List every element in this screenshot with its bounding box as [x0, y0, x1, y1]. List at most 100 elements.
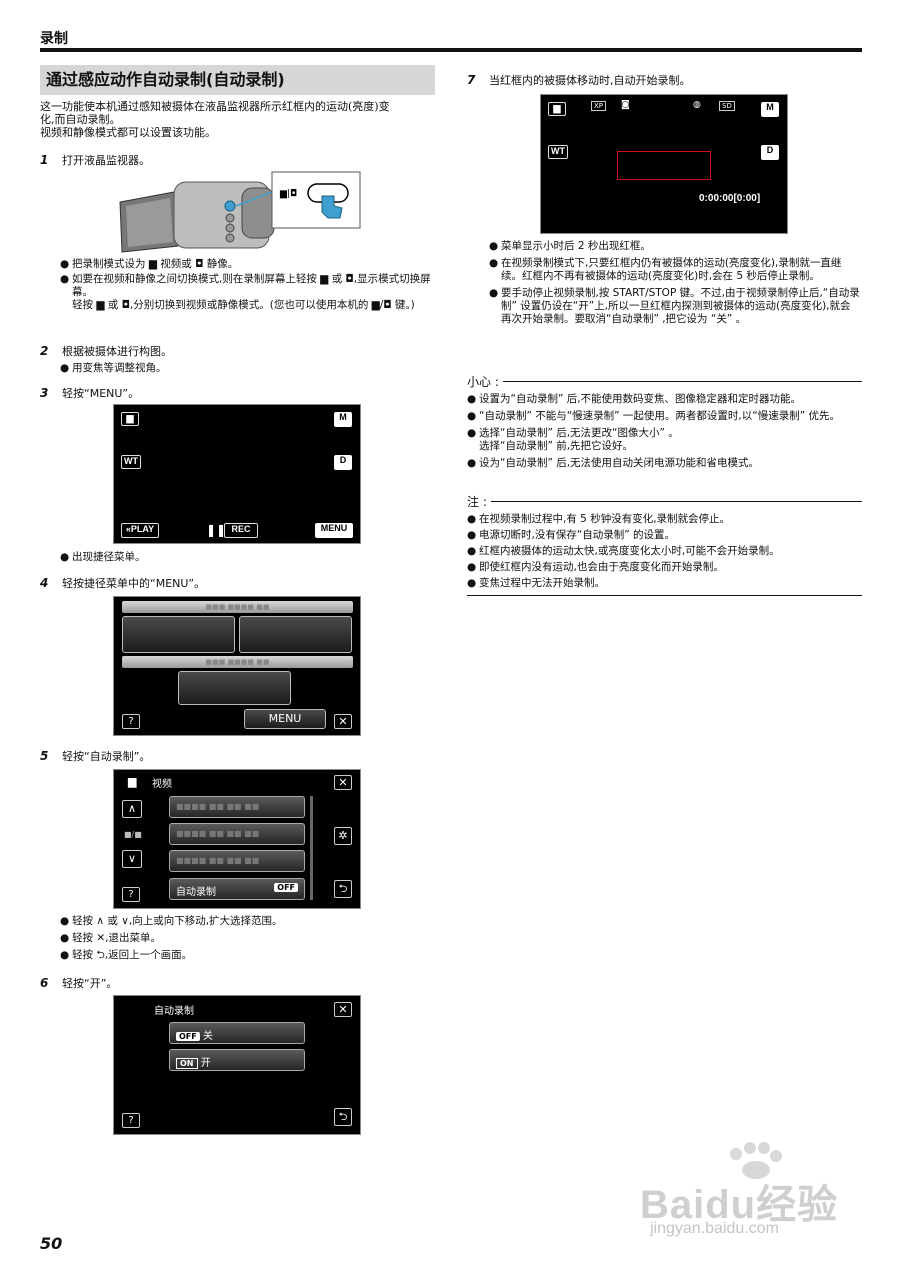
- option-label: 关: [202, 1031, 213, 1042]
- caution-block: 小心 : ●设置为“自动录制” 后,不能使用数码变焦、图像稳定器和定时器功能。 …: [467, 373, 862, 470]
- display-button[interactable]: D: [761, 145, 779, 160]
- step-number: 1: [40, 153, 49, 167]
- help-button[interactable]: ?: [122, 1113, 140, 1128]
- gear-icon[interactable]: ✲: [334, 827, 352, 845]
- scene-icon: ◙: [621, 100, 630, 110]
- list-item: ●“自动录制” 不能与“慢速录制” 一起使用。两者都设置时,以“慢速录制” 优先…: [467, 410, 840, 422]
- blurred-header: ■■■ ■■■■ ■■: [122, 601, 353, 613]
- video-mode-icon[interactable]: ▆: [121, 412, 139, 426]
- list-item: ●菜单显示小时后 2 秒出现红框。: [489, 240, 651, 252]
- option-on[interactable]: ON 开: [169, 1049, 305, 1071]
- step-3: 3 轻按“MENU”。: [40, 385, 139, 401]
- shortcut-tile[interactable]: [178, 671, 291, 705]
- list-item: ●出现捷径菜单。: [60, 551, 146, 563]
- step-text: 根据被摄体进行构图。: [62, 345, 172, 358]
- note-label: 注 :: [467, 495, 487, 509]
- camera-screen-auto-recording: ▆ XP ◙ ◍ SD M WT D 0:00:00[0:00]: [540, 94, 788, 234]
- intro-line: 这一功能使本机通过感知被摄体在液晶监视器所示红框内的运动(亮度)变: [40, 100, 390, 113]
- manual-button[interactable]: M: [761, 102, 779, 117]
- list-item: ●在视频录制模式下,只要红框内仍有被摄体的运动(亮度变化),录制就一直继续。红框…: [489, 257, 842, 282]
- play-button[interactable]: «PLAY: [121, 523, 159, 538]
- list-item: ●电源切断时,没有保存“自动录制” 的设置。: [467, 529, 676, 541]
- step2-bullets: ●用变焦等调整视角。: [60, 362, 440, 375]
- option-label: 开: [200, 1058, 211, 1069]
- red-detection-frame: [617, 151, 711, 180]
- page-indicator: ■/■: [124, 830, 142, 839]
- pause-icon: ❚❚: [206, 523, 227, 537]
- step-7: 7 当红框内的被摄体移动时,自动开始录制。: [467, 72, 691, 88]
- shortcut-tile[interactable]: [239, 616, 352, 653]
- menu-button[interactable]: MENU: [244, 709, 326, 729]
- step-number: 7: [467, 73, 476, 87]
- step-number: 4: [40, 576, 49, 590]
- menu-item[interactable]: ■■■■ ■■ ■■ ■■: [169, 796, 305, 818]
- step3-bullets: ●出现捷径菜单。: [60, 551, 440, 564]
- scrollbar[interactable]: [310, 796, 313, 900]
- step-number: 5: [40, 749, 49, 763]
- paw-logo-icon: [730, 1142, 782, 1179]
- list-item: ●轻按 ✕,退出菜单。: [60, 932, 161, 944]
- shortcut-tile[interactable]: [122, 616, 235, 653]
- step-6: 6 轻按“开”。: [40, 975, 117, 991]
- list-item: ●设置为“自动录制” 后,不能使用数码变焦、图像稳定器和定时器功能。: [467, 393, 802, 405]
- help-button[interactable]: ?: [122, 714, 140, 729]
- zoom-wt-button[interactable]: WT: [121, 455, 141, 469]
- svg-text:▆|◘: ▆|◘: [279, 189, 297, 199]
- step7-bullets: ●菜单显示小时后 2 秒出现红框。 ●在视频录制模式下,只要红框内仍有被摄体的运…: [489, 240, 861, 326]
- rec-button[interactable]: REC: [224, 523, 258, 538]
- sd-card-badge: SD: [719, 101, 735, 111]
- back-icon[interactable]: ⮌: [334, 1108, 352, 1126]
- display-button[interactable]: D: [334, 455, 352, 470]
- list-item: ●选择“自动录制” 后,无法更改“图像大小” 。 选择“自动录制” 前,先把它设…: [467, 427, 679, 452]
- menu-item[interactable]: ■■■■ ■■ ■■ ■■: [169, 823, 305, 845]
- list-item: ●即使红框内没有运动,也会由于亮度变化而开始录制。: [467, 561, 724, 573]
- intro-line: 化,而自动录制。: [40, 113, 121, 126]
- section-intro: 这一功能使本机通过感知被摄体在液晶监视器所示红框内的运动(亮度)变 化,而自动录…: [40, 100, 438, 139]
- divider: [490, 501, 862, 502]
- video-mode-icon: ▆: [548, 102, 566, 116]
- camcorder-illustration: ▆|◘: [119, 171, 361, 253]
- close-icon[interactable]: ✕: [334, 714, 352, 729]
- menu-button[interactable]: MENU: [315, 523, 353, 538]
- camcorder-icon: [119, 181, 275, 253]
- list-item: ●红框内被摄体的运动太快,或亮度变化太小时,可能不会开始录制。: [467, 545, 780, 557]
- menu-item[interactable]: ■■■■ ■■ ■■ ■■: [169, 850, 305, 872]
- step-2: 2 根据被摄体进行构图。: [40, 343, 172, 359]
- baidu-watermark: Baidu经验 jingyan.baidu.com: [640, 1140, 860, 1250]
- time-counter: 0:00:00[0:00]: [699, 193, 761, 204]
- back-icon[interactable]: ⮌: [334, 880, 352, 898]
- option-off[interactable]: OFF 关: [169, 1022, 305, 1044]
- tap-hand-icon: [321, 195, 343, 219]
- zoom-wt-button[interactable]: WT: [548, 145, 568, 159]
- step-text: 轻按捷径菜单中的“MENU”。: [62, 577, 206, 590]
- menu-title: 自动录制: [154, 1006, 194, 1017]
- list-item: ●设为“自动录制” 后,无法使用自动关闭电源功能和省电模式。: [467, 457, 760, 469]
- step-number: 6: [40, 976, 49, 990]
- close-icon[interactable]: ✕: [334, 775, 352, 790]
- camera-screen-record: ▆ M WT D «PLAY ❚❚ REC MENU: [113, 404, 361, 544]
- manual-button[interactable]: M: [334, 412, 352, 427]
- menu-item-auto-record[interactable]: 自动录制 OFF: [169, 878, 305, 900]
- camera-screen-auto-record: 自动录制 ✕ OFF 关 ON 开 ? ⮌: [113, 995, 361, 1135]
- section-title: 通过感应动作自动录制(自动录制): [40, 65, 435, 95]
- header-rule: [40, 48, 862, 52]
- step-5: 5 轻按“自动录制”。: [40, 748, 150, 764]
- scroll-down-icon[interactable]: ∨: [122, 850, 142, 868]
- menu-item-label: 自动录制: [176, 887, 216, 898]
- scroll-up-icon[interactable]: ∧: [122, 800, 142, 818]
- on-badge: ON: [176, 1058, 198, 1069]
- help-button[interactable]: ?: [122, 887, 140, 902]
- list-item: ●用变焦等调整视角。: [60, 362, 167, 374]
- step-number: 3: [40, 386, 49, 400]
- header-title: 录制: [40, 31, 68, 47]
- page-number: 50: [40, 1234, 63, 1253]
- list-item: ●在视频录制过程中,有 5 秒钟没有变化,录制就会停止。: [467, 513, 731, 525]
- step-text: 打开液晶监视器。: [62, 154, 150, 167]
- list-item: ●要手动停止视频录制,按 START/STOP 键。不过,由于视频录制停止后,“…: [489, 287, 860, 325]
- list-item: ●轻按 ∧ 或 ∨,向上或向下移动,扩大选择范围。: [60, 915, 283, 927]
- step-1: 1 打开液晶监视器。: [40, 152, 150, 168]
- note-block: 注 : ●在视频录制过程中,有 5 秒钟没有变化,录制就会停止。 ●电源切断时,…: [467, 493, 862, 596]
- close-icon[interactable]: ✕: [334, 1002, 352, 1017]
- divider: [467, 595, 862, 596]
- menu-title: 视频: [152, 779, 172, 790]
